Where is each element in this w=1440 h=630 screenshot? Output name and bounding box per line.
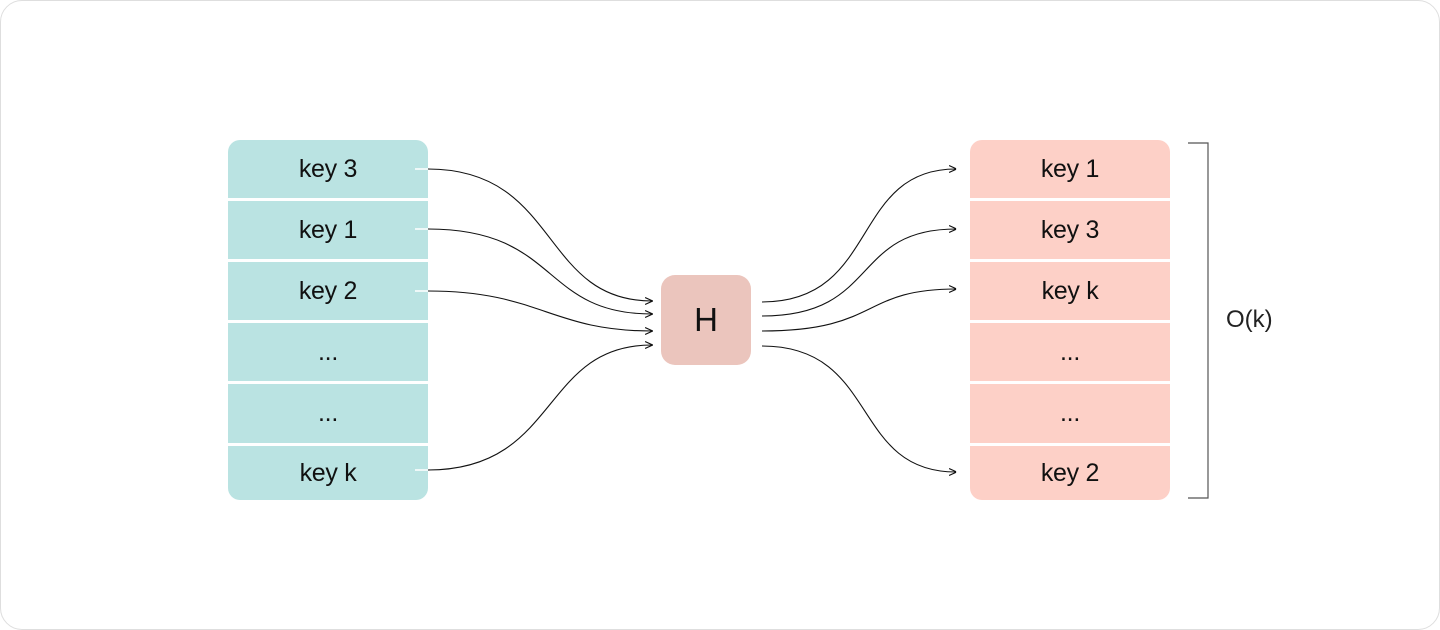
hash-function-node: H <box>661 275 751 365</box>
input-key-cell: key k <box>228 446 428 500</box>
input-keys-column: key 3 key 1 key 2 ... ... key k <box>228 140 428 500</box>
complexity-label: O(k) <box>1226 306 1273 333</box>
input-key-cell: ... <box>228 323 428 384</box>
output-key-cell: ... <box>970 384 1170 446</box>
output-key-cell: key 2 <box>970 446 1170 500</box>
input-key-cell: ... <box>228 384 428 446</box>
input-key-cell: key 1 <box>228 201 428 262</box>
output-key-cell: ... <box>970 323 1170 384</box>
input-key-cell: key 2 <box>228 262 428 323</box>
output-key-cell: key 1 <box>970 140 1170 201</box>
output-key-cell: key 3 <box>970 201 1170 262</box>
input-key-cell: key 3 <box>228 140 428 201</box>
output-key-cell: key k <box>970 262 1170 323</box>
output-keys-column: key 1 key 3 key k ... ... key 2 <box>970 140 1170 500</box>
